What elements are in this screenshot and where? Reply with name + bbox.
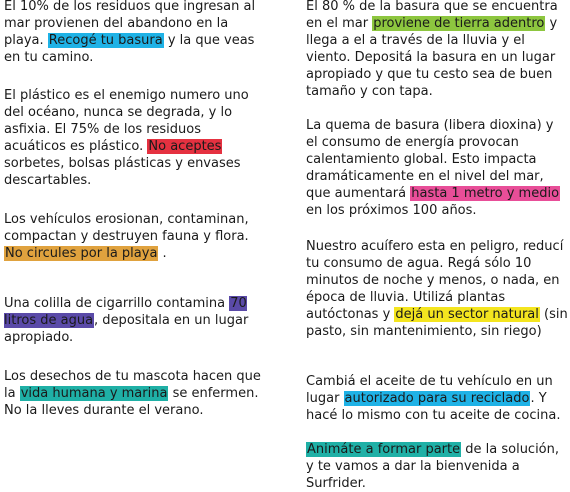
tip-paragraph-10: Animáte a formar parte de la solución, y… [306, 441, 568, 492]
tip-text: se enfermen. No la lleves durante el ver… [4, 386, 259, 418]
tip-paragraph-4: Una colilla de cigarrillo contamina 70 l… [4, 295, 266, 346]
tip-paragraph-7: La quema de basura (libera dioxina) y el… [306, 117, 568, 219]
tip-text: sorbetes, bolsas plásticas y envases des… [4, 156, 241, 188]
tip-text: Una colilla de cigarrillo contamina [4, 296, 230, 311]
highlight-metro-y-medio: hasta 1 metro y medio [410, 186, 561, 201]
tip-paragraph-1: El 10% de los residuos que ingresan al m… [4, 0, 266, 66]
tip-text: en los próximos 100 años. [306, 203, 477, 218]
tip-text: Nuestro acuífero esta en peligro, reducí… [306, 239, 564, 322]
highlight-no-aceptes: No aceptes [147, 139, 223, 154]
tip-text: y la que veas en tu camino. [4, 33, 255, 65]
highlight-no-circules: No circules por la playa [4, 246, 159, 261]
highlight-reciclado: autorizado para su reciclado [343, 391, 531, 406]
tip-text: Los vehículos erosionan, contaminan, com… [4, 212, 249, 244]
tip-text: . [158, 246, 167, 261]
tip-text: . Y hacé lo mismo con tu aceite de cocin… [306, 391, 561, 423]
tip-text: (sin pasto, sin mantenimiento, sin riego… [306, 307, 568, 339]
tip-text: El 10% de los residuos que ingresan al m… [4, 0, 256, 48]
tip-text: La quema de basura (libera dioxina) y el… [306, 118, 554, 201]
highlight-vida-humana: vida humana y marina [19, 386, 169, 401]
tip-paragraph-3: Los vehículos erosionan, contaminan, com… [4, 211, 266, 262]
tip-text: El plástico es el enemigo numero uno del… [4, 88, 249, 154]
tip-text: El 80 % de la basura que se encuentra en… [306, 0, 558, 31]
tip-paragraph-5: Los desechos de tu mascota hacen que la … [4, 368, 266, 419]
tip-text: de la solución, y te vamos a dar la bien… [306, 442, 560, 491]
highlight-animate: Animáte a formar parte [306, 442, 462, 457]
tip-paragraph-8: Nuestro acuífero esta en peligro, reducí… [306, 238, 568, 340]
tip-text: y llega a el a través de la lluvia y el … [306, 16, 558, 99]
tip-text: Cambiá el aceite de tu vehículo en un lu… [306, 374, 553, 406]
tip-text: Los desechos de tu mascota hacen que la [4, 369, 261, 401]
highlight-tierra-adentro: proviene de tierra adentro [372, 16, 546, 31]
tip-paragraph-6: El 80 % de la basura que se encuentra en… [306, 0, 568, 100]
highlight-sector-natural: dejá un sector natural [394, 307, 540, 322]
highlight-recoge-basura: Recogé tu basura [47, 33, 164, 48]
tip-text: , depositala en un lugar apropiado. [4, 313, 249, 345]
tip-paragraph-2: El plástico es el enemigo numero uno del… [4, 87, 266, 189]
tip-paragraph-9: Cambiá el aceite de tu vehículo en un lu… [306, 373, 568, 424]
